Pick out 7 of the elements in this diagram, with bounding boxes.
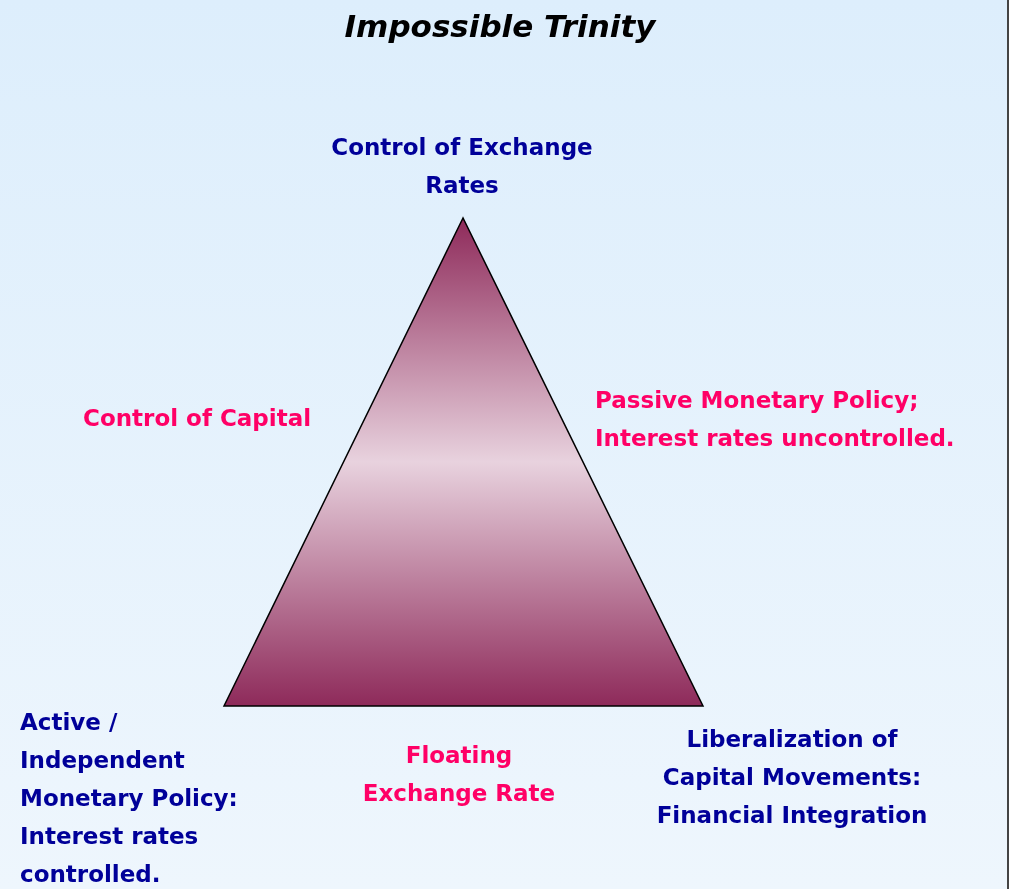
side-label: Floating Exchange Rate bbox=[361, 741, 557, 808]
vertex-label: Active / Independent Monetary Policy: Interest rates controlled. bbox=[20, 708, 239, 889]
vertex-label: Control of Exchange Rates bbox=[330, 133, 594, 200]
vertex-label: Liberalization of Capital Movements: Financial Integration bbox=[655, 725, 929, 830]
title: Impossible Trinity bbox=[343, 8, 658, 44]
side-label: Control of Capital bbox=[83, 404, 313, 433]
side-label: Passive Monetary Policy; Interest rates uncontrolled. bbox=[595, 386, 956, 453]
